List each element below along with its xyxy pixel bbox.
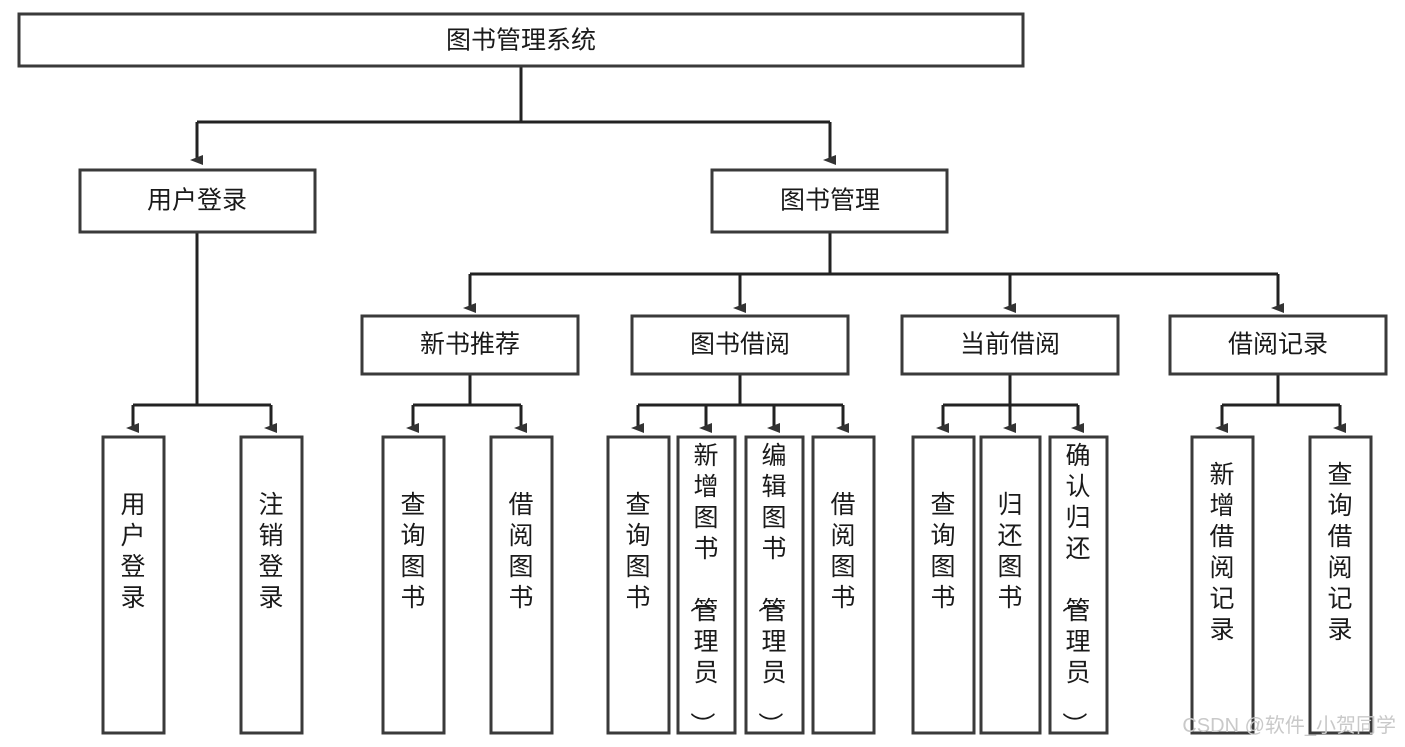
node-borrow-record-box[interactable] xyxy=(1168,314,1388,376)
node-leaf-add-book-label: 新增图书（管理员） xyxy=(687,442,718,737)
node-new-book-recommend-label: 新书推荐 xyxy=(420,331,520,359)
node-leaf-query-book-3[interactable]: 查询图书 xyxy=(911,435,976,735)
node-leaf-logout-login-label: 注销登录 xyxy=(258,491,283,612)
node-leaf-query-book-1[interactable]: 查询图书 xyxy=(381,435,446,735)
node-leaf-add-record-box[interactable] xyxy=(1190,435,1255,735)
node-user-login-label: 用户登录 xyxy=(147,187,247,215)
node-leaf-confirm-return[interactable]: 确认归还（管理员） xyxy=(1048,435,1109,737)
node-leaf-borrow-book-1[interactable]: 借阅图书 xyxy=(489,435,554,735)
node-leaf-add-book[interactable]: 新增图书（管理员） xyxy=(676,435,737,737)
node-leaf-query-book-1-box[interactable] xyxy=(381,435,446,735)
node-book-management-label: 图书管理 xyxy=(780,187,880,215)
node-new-book-recommend[interactable]: 新书推荐 xyxy=(360,314,580,376)
csdn-watermark: CSDN @软件_小贺同学 xyxy=(1182,714,1396,737)
node-leaf-logout-login[interactable]: 注销登录 xyxy=(239,435,304,735)
node-leaf-edit-book[interactable]: 编辑图书（管理员） xyxy=(744,435,805,737)
node-leaf-query-book-3-box[interactable] xyxy=(911,435,976,735)
node-borrow-record[interactable]: 借阅记录 xyxy=(1168,314,1388,376)
node-leaf-query-book-2-label: 查询图书 xyxy=(625,491,650,612)
node-leaf-logout-login-box[interactable] xyxy=(239,435,304,735)
node-leaf-edit-book-label: 编辑图书（管理员） xyxy=(755,442,786,737)
node-root-box[interactable] xyxy=(17,12,1025,68)
node-root[interactable]: 图书管理系统 xyxy=(17,12,1025,68)
node-leaf-add-record-label: 新增借阅记录 xyxy=(1209,461,1234,644)
node-leaf-borrow-book-1-box[interactable] xyxy=(489,435,554,735)
node-leaf-add-record[interactable]: 新增借阅记录 xyxy=(1190,435,1255,735)
node-book-borrow-label: 图书借阅 xyxy=(690,331,790,359)
node-leaf-confirm-return-box[interactable] xyxy=(1048,435,1109,735)
node-leaf-query-record-box[interactable] xyxy=(1308,435,1373,735)
node-leaf-add-book-box[interactable] xyxy=(676,435,737,735)
node-leaf-edit-book-box[interactable] xyxy=(744,435,805,735)
node-leaf-confirm-return-label: 确认归还（管理员） xyxy=(1059,442,1090,737)
node-current-borrow-box[interactable] xyxy=(900,314,1120,376)
connector-layer xyxy=(126,66,1346,433)
node-leaf-query-book-2-box[interactable] xyxy=(606,435,671,735)
node-book-borrow[interactable]: 图书借阅 xyxy=(630,314,850,376)
node-user-login-box[interactable] xyxy=(78,168,317,234)
node-borrow-record-label: 借阅记录 xyxy=(1228,331,1328,359)
node-leaf-query-book-3-label: 查询图书 xyxy=(930,491,955,612)
node-leaf-borrow-book-2[interactable]: 借阅图书 xyxy=(811,435,876,735)
node-leaf-return-book-box[interactable] xyxy=(979,435,1042,735)
node-leaf-borrow-book-2-box[interactable] xyxy=(811,435,876,735)
node-current-borrow-label: 当前借阅 xyxy=(960,331,1060,359)
node-leaf-return-book[interactable]: 归还图书 xyxy=(979,435,1042,735)
node-book-management-box[interactable] xyxy=(710,168,949,234)
node-leaf-query-book-1-label: 查询图书 xyxy=(400,491,425,612)
node-current-borrow[interactable]: 当前借阅 xyxy=(900,314,1120,376)
node-book-borrow-box[interactable] xyxy=(630,314,850,376)
node-leaf-user-login-label: 用户登录 xyxy=(120,491,145,612)
node-new-book-recommend-box[interactable] xyxy=(360,314,580,376)
node-leaf-query-record-label: 查询借阅记录 xyxy=(1327,461,1352,644)
node-leaf-user-login[interactable]: 用户登录 xyxy=(101,435,166,735)
node-root-label: 图书管理系统 xyxy=(446,27,596,55)
node-user-login[interactable]: 用户登录 xyxy=(78,168,317,234)
node-leaf-return-book-label: 归还图书 xyxy=(997,491,1022,612)
node-leaf-query-book-2[interactable]: 查询图书 xyxy=(606,435,671,735)
node-leaf-borrow-book-2-label: 借阅图书 xyxy=(830,491,855,612)
node-leaf-query-record[interactable]: 查询借阅记录 xyxy=(1308,435,1373,735)
node-book-management[interactable]: 图书管理 xyxy=(710,168,949,234)
node-leaf-borrow-book-1-label: 借阅图书 xyxy=(508,491,533,612)
node-leaf-user-login-box[interactable] xyxy=(101,435,166,735)
